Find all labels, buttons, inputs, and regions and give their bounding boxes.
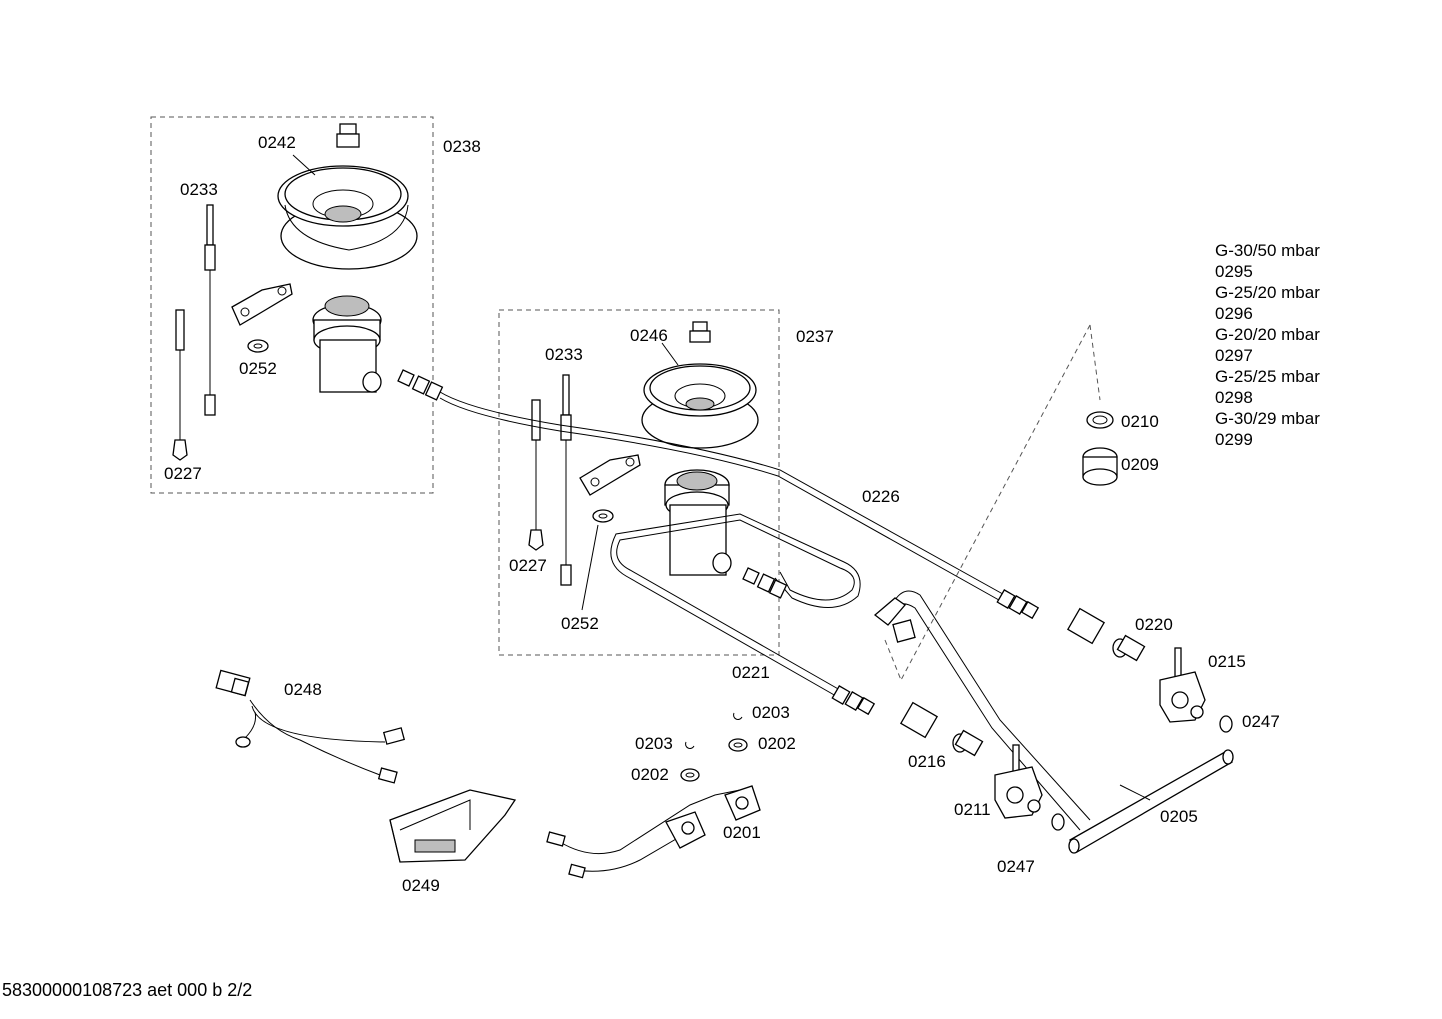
burner-body-2: [664, 469, 732, 576]
gas-variant-line: 0299: [1215, 430, 1253, 449]
label-0220: 0220: [1135, 615, 1173, 634]
label-0237: 0237: [796, 327, 834, 346]
assembly-box-0238: [150, 116, 434, 494]
ignition-electrode-0227-a: [172, 309, 188, 461]
pipe-fitting-left: [397, 369, 444, 401]
nut-0220: [1066, 607, 1146, 662]
wire-harness-0248: [215, 669, 406, 784]
assembly-box-0237: [498, 309, 780, 656]
gas-variant-list: G-30/50 mbar 0295 G-25/20 mbar 0296 G-20…: [1215, 241, 1320, 449]
label-0205: 0205: [1160, 807, 1198, 826]
gas-pipe-0226-inner: [439, 397, 1007, 605]
label-0202-b: 0202: [631, 765, 669, 784]
washers-0202-0203: [680, 712, 748, 782]
burner-cap-0246: [641, 363, 759, 449]
label-0209: 0209: [1121, 455, 1159, 474]
label-0202-a: 0202: [758, 734, 796, 753]
label-0242: 0242: [258, 133, 296, 152]
pipe-fitting-0221-mid: [742, 567, 788, 599]
leader-lines: [292, 154, 1151, 801]
label-0211: 0211: [954, 800, 991, 819]
pipe-fitting-0221-end: [831, 685, 876, 716]
gas-variant-line: G-20/20 mbar: [1215, 325, 1320, 344]
label-0221: 0221: [732, 663, 770, 682]
valve-0215: [1159, 647, 1206, 723]
gas-variant-leader: [900, 324, 1091, 681]
label-0233-b: 0233: [545, 345, 583, 364]
label-0215: 0215: [1208, 652, 1246, 671]
ignition-electrode-0227-b: [528, 399, 544, 551]
washer-0252-a: [247, 339, 269, 353]
label-0249: 0249: [402, 876, 440, 895]
ignition-module-0249: [389, 789, 517, 863]
gas-pipe-0221: [616, 519, 855, 691]
label-0252-a: 0252: [239, 359, 277, 378]
thermocouple-0233-b: [560, 374, 572, 586]
gas-variant-leader-3: [884, 639, 902, 681]
label-0246: 0246: [630, 326, 668, 345]
gas-pipe-0221-inner: [610, 513, 861, 697]
label-0247-a: 0247: [1242, 712, 1280, 731]
burner-cap-0242: [277, 165, 418, 270]
nut-0216: [899, 701, 984, 757]
label-0247-b: 0247: [997, 857, 1035, 876]
gas-variant-line: G-25/25 mbar: [1215, 367, 1320, 386]
gas-variant-line: G-30/29 mbar: [1215, 409, 1320, 428]
label-0238: 0238: [443, 137, 481, 156]
label-0210: 0210: [1121, 412, 1159, 431]
label-0227-b: 0227: [509, 556, 547, 575]
injector-nozzle-top-2: [689, 321, 711, 343]
gas-variant-line: 0296: [1215, 304, 1253, 323]
nut-0209: [1082, 447, 1118, 486]
document-footer-id: 58300000108723 aet 000 b 2/2: [2, 980, 253, 1000]
label-0233-a: 0233: [180, 180, 218, 199]
switch-assembly-0201: [546, 785, 761, 879]
gas-variant-line: 0295: [1215, 262, 1253, 281]
label-0248: 0248: [284, 680, 322, 699]
gas-variant-line: 0298: [1215, 388, 1253, 407]
label-0227-a: 0227: [164, 464, 202, 483]
gas-variant-leader-2: [1089, 324, 1101, 401]
injector-nozzle-top-1: [336, 123, 360, 148]
label-0252-b: 0252: [561, 614, 599, 633]
gas-variant-line: G-30/50 mbar: [1215, 241, 1320, 260]
valve-0211: [994, 744, 1043, 819]
gas-variant-line: 0297: [1215, 346, 1253, 365]
gas-pipe-0226: [439, 391, 1011, 599]
label-0201: 0201: [723, 823, 761, 842]
pipe-fitting-right: [996, 589, 1040, 620]
label-0216: 0216: [908, 752, 946, 771]
gas-variant-line: G-25/20 mbar: [1215, 283, 1320, 302]
bracket-1: [231, 283, 293, 326]
label-0226: 0226: [862, 487, 900, 506]
thermocouple-0233-a: [204, 204, 216, 416]
burner-body-1: [312, 295, 382, 393]
seal-0210: [1086, 411, 1114, 429]
washer-0247-b: [1051, 813, 1065, 831]
bracket-2: [579, 454, 641, 496]
manifold-0205: [873, 590, 1234, 854]
label-0203-a: 0203: [752, 703, 790, 722]
washer-0252-b: [592, 509, 614, 523]
label-0203-b: 0203: [635, 734, 673, 753]
washer-0247-a: [1219, 715, 1233, 733]
